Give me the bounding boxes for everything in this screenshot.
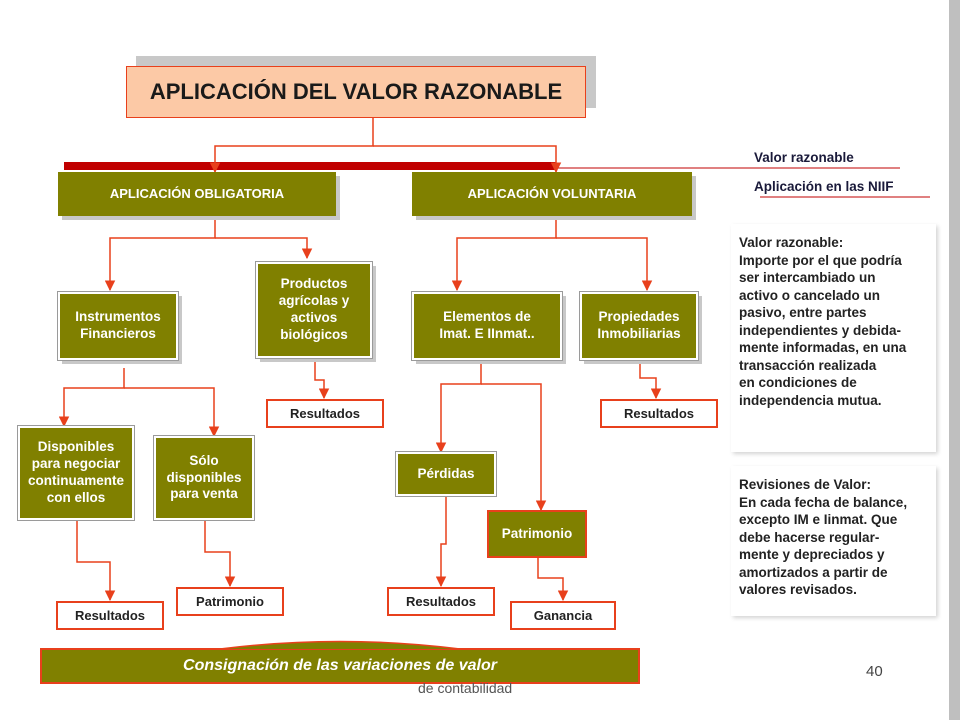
node-productos-agricolas: Productos agrícolas y activos biológicos <box>255 261 373 359</box>
footer-subtitle: de contabilidad <box>418 680 513 696</box>
connector-disponibles <box>76 520 116 602</box>
slide-edge-bar <box>949 0 960 720</box>
page-number: 40 <box>866 663 883 680</box>
red-divider-bar <box>64 162 556 170</box>
connector-elementos-right <box>481 383 547 512</box>
node-elementos-imat: Elementos de Imat. E IInmat.. <box>411 291 563 361</box>
connector-elementos <box>435 362 482 454</box>
node-disponibles-negociar: Disponibles para negociar continuamente … <box>17 425 135 521</box>
node-patrimonio: Patrimonio <box>487 510 587 558</box>
node-propiedades-inmobiliarias: Propiedades Inmobiliarias <box>579 291 699 361</box>
connector-solo <box>204 520 236 588</box>
connector-instrumentos <box>58 368 125 428</box>
connector-voluntary <box>451 218 557 292</box>
node-solo-disponibles: Sólo disponibles para venta <box>153 435 255 521</box>
connector-propiedades <box>639 362 662 400</box>
connector-mandatory-right <box>215 237 313 260</box>
note-revisions: Revisiones de Valor: En cada fecha de ba… <box>731 466 936 616</box>
page-title: APLICACIÓN DEL VALOR RAZONABLE <box>149 79 563 104</box>
connector-productos <box>314 362 330 400</box>
outcome-patrimonio-solo: Patrimonio <box>176 587 284 616</box>
title-box: APLICACIÓN DEL VALOR RAZONABLE <box>126 66 586 118</box>
outcome-resultados-propiedades: Resultados <box>600 399 718 428</box>
outcome-ganancia: Ganancia <box>510 601 616 630</box>
node-perdidas: Pérdidas <box>395 451 497 497</box>
connector-title-right <box>373 145 562 174</box>
connector-title <box>209 118 374 174</box>
note-definition: Valor razonable: Importe por el que podr… <box>731 224 936 452</box>
connector-voluntary-right <box>556 237 653 292</box>
outcome-resultados-perdidas: Resultados <box>387 587 495 616</box>
footer-banner: Consignación de las variaciones de valor <box>40 648 640 684</box>
legend-valor-razonable: Valor razonable <box>754 150 854 165</box>
footer-banner-text: Consignación de las variaciones de valor <box>183 657 497 674</box>
branch-voluntary: APLICACIÓN VOLUNTARIA <box>412 172 692 216</box>
node-instrumentos-financieros: Instrumentos Financieros <box>57 291 179 361</box>
branch-mandatory: APLICACIÓN OBLIGATORIA <box>58 172 336 216</box>
connector-perdidas <box>435 497 447 588</box>
outcome-resultados-productos: Resultados <box>266 399 384 428</box>
outcome-resultados-disponibles: Resultados <box>56 601 164 630</box>
legend-aplicacion-niif: Aplicación en las NIIF <box>754 179 894 194</box>
connector-patrimonio <box>537 558 569 602</box>
connector-instrumentos-right <box>124 387 220 438</box>
connector-mandatory <box>104 218 216 292</box>
